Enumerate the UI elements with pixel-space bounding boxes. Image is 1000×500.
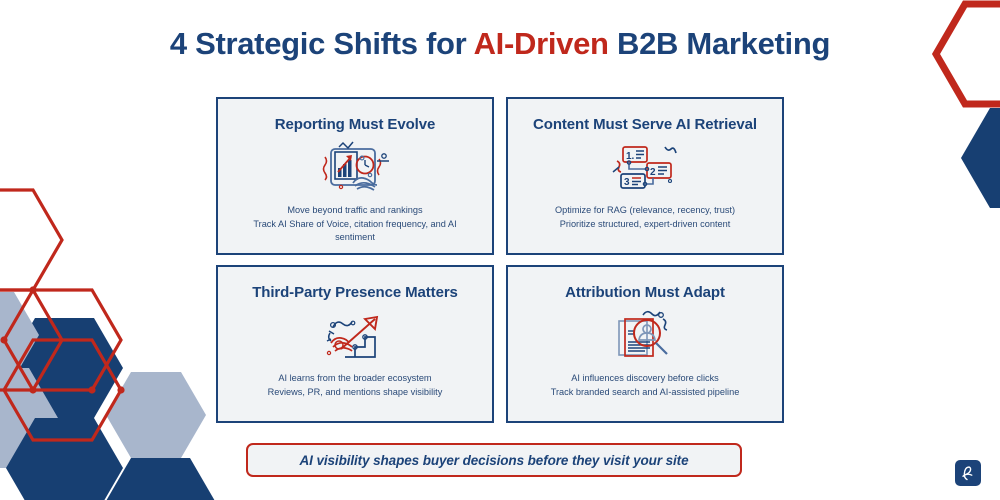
shift-card-grid: Reporting Must Evolve — [216, 97, 784, 423]
stairs-growth-arrow-icon — [317, 309, 393, 365]
hexagon-outline-vertex-dots — [0, 286, 125, 394]
card-body: AI learns from the broader ecosystem Rev… — [260, 372, 451, 399]
document-magnifier-person-icon — [607, 309, 683, 365]
card-body-line: AI learns from the broader ecosystem — [278, 373, 432, 384]
card-body-line: Reviews, PR, and mentions shape visibili… — [267, 386, 443, 397]
card-body: Optimize for RAG (relevance, recency, tr… — [547, 204, 743, 231]
card-title: Content Must Serve AI Retrieval — [533, 116, 757, 133]
card-body-line: Optimize for RAG (relevance, recency, tr… — [554, 205, 736, 216]
svg-text:1.: 1. — [626, 151, 635, 162]
card-content-must-serve-ai-retrieval[interactable]: Content Must Serve AI Retrieval 1. 2 — [506, 97, 784, 255]
hexagon-solid-right — [961, 108, 1000, 208]
card-title: Reporting Must Evolve — [274, 116, 436, 133]
hexagon-outline-left — [0, 188, 123, 442]
card-body-line: Prioritize structured, expert-driven con… — [559, 218, 731, 229]
card-third-party-presence-matters[interactable]: Third-Party Presence Matters — [216, 265, 494, 423]
card-reporting-must-evolve[interactable]: Reporting Must Evolve — [216, 97, 494, 255]
numbered-cards-flow-icon: 1. 2 3 — [607, 141, 683, 197]
card-attribution-must-adapt[interactable]: Attribution Must Adapt — [506, 265, 784, 423]
page-title-part-1: 4 Strategic Shifts for — [169, 26, 474, 61]
svg-text:3: 3 — [624, 177, 630, 188]
page-title: 4 Strategic Shifts for AI-Driven B2B Mar… — [0, 26, 1000, 62]
hexagon-cluster-left — [0, 292, 215, 500]
card-title: Attribution Must Adapt — [565, 284, 725, 301]
key-takeaway-banner: AI visibility shapes buyer decisions bef… — [246, 443, 742, 477]
card-body: Move beyond traffic and rankings Track A… — [245, 204, 464, 244]
card-body-line: Track AI Share of Voice, citation freque… — [253, 218, 457, 229]
card-body-line: sentiment — [335, 231, 375, 242]
page-title-accent: AI-Driven — [473, 26, 609, 61]
card-body-line: Move beyond traffic and rankings — [287, 205, 423, 216]
card-body-line: AI influences discovery before clicks — [571, 373, 719, 384]
brand-logo[interactable] — [955, 460, 981, 486]
svg-text:2: 2 — [650, 167, 656, 178]
card-body: AI influences discovery before clicks Tr… — [543, 372, 748, 399]
card-title: Third-Party Presence Matters — [252, 284, 458, 301]
report-chart-icon — [317, 141, 393, 197]
card-body-line: Track branded search and AI-assisted pip… — [550, 386, 740, 397]
page-title-part-2: B2B Marketing — [608, 26, 831, 61]
banner-text: AI visibility shapes buyer decisions bef… — [299, 452, 689, 468]
